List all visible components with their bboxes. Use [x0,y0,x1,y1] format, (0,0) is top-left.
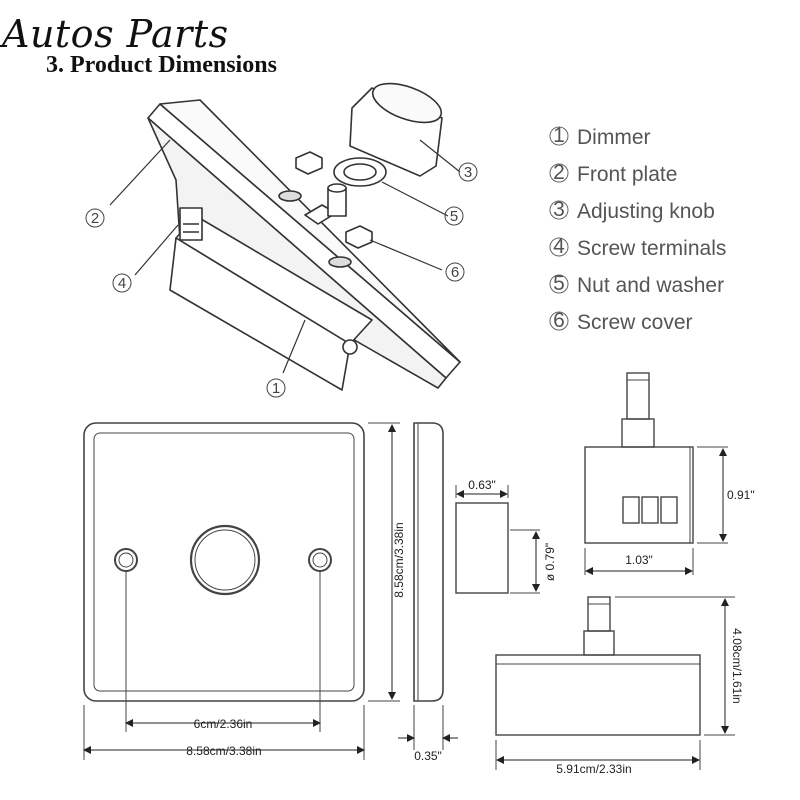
plate-thickness-label: 0.35" [414,749,442,763]
legend-item-screw-terminals: 4 Screw terminals [549,235,726,260]
knob-width-label: 0.63" [468,478,496,492]
callout-markers: 2 4 1 3 5 6 [85,162,478,398]
svg-text:3: 3 [553,198,565,221]
legend-item-nut-washer: 5 Nut and washer [549,272,724,297]
svg-text:2: 2 [91,210,99,227]
callout-3: 3 [458,162,478,182]
svg-text:6: 6 [553,309,565,332]
brand-logo: Autos Parts [2,12,229,56]
page-title: 3. Product Dimensions [46,52,277,78]
body-height-label: 0.91" [727,488,755,502]
callout-1: 1 [266,378,286,398]
callout-5: 5 [444,206,464,226]
legend-item-front-plate: 2 Front plate [549,161,677,186]
callout-lines [109,139,461,374]
svg-text:Front plate: Front plate [577,163,677,186]
screw-terminals-drawing [179,207,203,241]
svg-text:5: 5 [553,272,565,295]
svg-text:4: 4 [553,235,565,258]
dimmer-body-front-view [584,372,728,575]
svg-text:Nut and washer: Nut and washer [577,274,724,297]
exploded-view [147,82,461,391]
knob-diameter-label: ø 0.79" [543,543,557,581]
front-view-plate [83,422,400,760]
body-width-label: 1.03" [625,553,653,567]
svg-text:Adjusting knob: Adjusting knob [577,200,715,223]
hole-spacing-label: 6cm/2.36in [194,717,253,731]
callout-6: 6 [445,262,465,282]
legend-item-screw-cover: 6 Screw cover [549,309,693,334]
shaft-drawing [304,183,347,225]
callout-4: 4 [112,273,132,293]
svg-text:Screw terminals: Screw terminals [577,237,726,260]
svg-text:Screw cover: Screw cover [577,311,693,334]
body-total-height-label: 4.08cm/1.61in [730,628,744,703]
knob-side-view [455,485,540,594]
legend-item-dimmer: 1 Dimmer [549,124,651,149]
svg-text:2: 2 [553,161,565,184]
legend-item-adjusting-knob: 3 Adjusting knob [549,198,715,223]
svg-text:4: 4 [118,275,126,292]
screw-cover-drawing [295,151,373,249]
dimmer-body-drawing [169,215,373,391]
plate-dimension-lines [83,424,396,754]
svg-text:Dimmer: Dimmer [577,126,651,149]
body-total-width-label: 5.91cm/2.33in [556,762,631,776]
svg-text:3: 3 [464,164,472,181]
knob-drawing [349,82,443,177]
svg-text:5: 5 [450,208,458,225]
nut-washer-drawing [333,157,387,187]
callout-2: 2 [85,208,105,228]
dimmer-body-side-view [495,596,735,770]
plate-height-label: 8.58cm/3.38in [392,522,406,597]
side-view-plate [413,422,444,750]
svg-text:1: 1 [272,380,280,397]
plate-width-label: 8.58cm/3.38in [186,744,261,758]
svg-text:1: 1 [553,124,565,147]
svg-text:6: 6 [451,264,459,281]
